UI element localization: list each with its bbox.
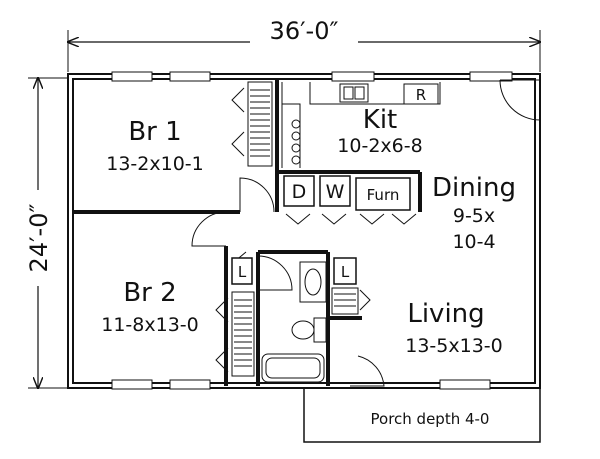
overall-depth-label: 24′-0″ <box>25 204 53 273</box>
linen-right-label: L <box>341 263 350 281</box>
dryer-label: D <box>292 181 307 203</box>
laundry-doors <box>285 213 417 225</box>
porch-label: Porch depth 4-0 <box>371 410 490 428</box>
windows <box>111 71 513 390</box>
linen-closets <box>231 257 357 285</box>
dining-name: Dining <box>432 173 516 203</box>
dining-dims-line2: 10-4 <box>452 231 495 253</box>
depth-dimension: 24′-0″ <box>24 78 68 388</box>
br2-closet <box>215 251 255 377</box>
right-linen-shelves <box>331 287 371 315</box>
interior-walls <box>72 78 422 386</box>
washer-label: W <box>326 181 345 203</box>
br2-dims: 11-8x13-0 <box>101 314 199 336</box>
porch <box>303 388 541 443</box>
furnace-label: Furn <box>367 186 400 204</box>
br1-closet <box>231 81 273 167</box>
living-name: Living <box>407 299 484 329</box>
range-label: R <box>416 86 426 104</box>
kitchen-counter <box>281 82 441 168</box>
bath-fixtures <box>261 261 327 383</box>
doors <box>191 79 541 387</box>
kit-dims: 10-2x6-8 <box>337 135 422 157</box>
living-dims: 13-5x13-0 <box>405 335 503 357</box>
br2-name: Br 2 <box>123 278 176 308</box>
kit-name: Kit <box>363 105 397 135</box>
width-dimension: 36′-0″ <box>68 17 540 72</box>
br1-name: Br 1 <box>128 117 181 147</box>
br1-dims: 13-2x10-1 <box>106 153 204 175</box>
overall-width-label: 36′-0″ <box>270 17 339 45</box>
linen-left-label: L <box>238 263 247 281</box>
laundry-fixtures <box>283 175 411 211</box>
dining-dims-line1: 9-5x <box>453 205 495 227</box>
